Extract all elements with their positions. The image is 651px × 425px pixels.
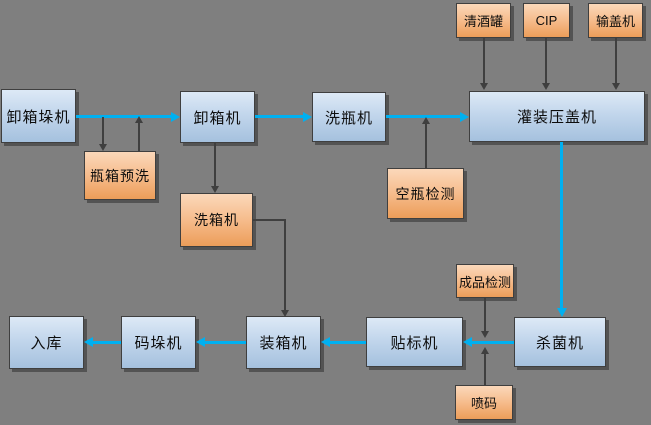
flow-line-filler-sterilizer bbox=[560, 142, 563, 308]
node-empty-bottle-inspection: 空瓶检测 bbox=[387, 168, 464, 219]
arrowhead-right-icon bbox=[460, 112, 469, 122]
node-label: CIP bbox=[535, 13, 558, 28]
flow-line-sterilizer-labeler bbox=[472, 341, 514, 344]
arrowhead-up-icon bbox=[135, 116, 143, 123]
aux-line-to-crate-prewash bbox=[102, 117, 104, 144]
arrowhead-up-icon bbox=[422, 117, 430, 124]
arrowhead-down-icon bbox=[557, 308, 567, 317]
node-label: 灌装压盖机 bbox=[516, 109, 597, 126]
aux-line-inkjet-coder bbox=[484, 354, 486, 385]
node-label: 空瓶检测 bbox=[395, 185, 456, 202]
flow-line-decrater-bottlewasher bbox=[255, 115, 303, 118]
arrowhead-left-icon bbox=[463, 337, 472, 347]
node-palletizer: 码垛机 bbox=[121, 316, 196, 369]
node-cap-feeder: 输盖机 bbox=[588, 3, 643, 38]
node-label: 洗箱机 bbox=[194, 212, 239, 228]
arrowhead-down-icon bbox=[211, 186, 219, 193]
flow-line-labeler-casepacker bbox=[330, 341, 366, 344]
aux-line-brightbeertank-filler bbox=[483, 38, 485, 83]
node-label: 杀菌机 bbox=[535, 334, 584, 352]
flow-line-palletizer-warehouse bbox=[93, 341, 121, 344]
arrowhead-down-icon bbox=[99, 144, 107, 151]
aux-line-cip-filler bbox=[545, 38, 547, 83]
node-depalletizer: 卸箱垛机 bbox=[1, 89, 76, 143]
aux-line-capfeeder-filler bbox=[615, 38, 617, 83]
node-label: 成品检测 bbox=[458, 274, 511, 290]
node-inkjet-coder: 喷码 bbox=[455, 385, 513, 420]
node-label: 入库 bbox=[30, 335, 63, 352]
arrowhead-right-icon bbox=[171, 112, 180, 122]
aux-line-cratewasher-elbow-v bbox=[284, 219, 286, 310]
node-label: 贴标机 bbox=[390, 334, 439, 352]
node-crate-washer: 洗箱机 bbox=[180, 193, 253, 247]
node-cip: CIP bbox=[523, 3, 570, 38]
arrowhead-down-icon bbox=[481, 331, 489, 338]
node-label: 洗瓶机 bbox=[324, 109, 373, 127]
node-label: 卸箱机 bbox=[193, 109, 242, 127]
node-bottle-washer: 洗瓶机 bbox=[312, 92, 386, 142]
arrowhead-down-icon bbox=[480, 83, 488, 90]
node-bright-beer-tank: 清酒罐 bbox=[456, 3, 511, 38]
node-finished-product-inspection: 成品检测 bbox=[456, 264, 514, 298]
node-label: 卸箱垛机 bbox=[6, 108, 71, 126]
flow-line-depalletizer-decrater bbox=[76, 115, 171, 118]
aux-line-from-crate-prewash bbox=[138, 123, 140, 151]
arrowhead-down-icon bbox=[542, 83, 550, 90]
arrowhead-down-icon bbox=[281, 310, 289, 317]
node-label: 瓶箱预洗 bbox=[90, 167, 150, 184]
arrowhead-up-icon bbox=[481, 347, 489, 354]
node-warehouse: 入库 bbox=[9, 316, 84, 369]
flow-line-bottlewasher-filler bbox=[386, 115, 460, 118]
arrowhead-left-icon bbox=[321, 337, 330, 347]
node-crate-prewash: 瓶箱预洗 bbox=[84, 151, 156, 200]
aux-line-decrater-cratewasher bbox=[214, 143, 216, 186]
node-case-packer: 装箱机 bbox=[246, 316, 321, 369]
arrowhead-right-icon bbox=[303, 112, 312, 122]
node-label: 码垛机 bbox=[134, 335, 183, 352]
arrowhead-down-icon bbox=[612, 83, 620, 90]
arrowhead-left-icon bbox=[84, 337, 93, 347]
flow-line-casepacker-palletizer bbox=[205, 341, 246, 344]
aux-line-finished-inspection bbox=[484, 298, 486, 331]
node-labeler: 贴标机 bbox=[366, 317, 463, 367]
node-label: 喷码 bbox=[470, 396, 497, 411]
node-label: 输盖机 bbox=[595, 14, 635, 29]
aux-line-empty-bottle-inspection bbox=[425, 124, 427, 168]
node-filler-capper: 灌装压盖机 bbox=[469, 91, 645, 142]
node-label: 清酒罐 bbox=[463, 14, 503, 29]
node-decrater: 卸箱机 bbox=[180, 91, 255, 143]
arrowhead-left-icon bbox=[196, 337, 205, 347]
aux-line-cratewasher-elbow-h bbox=[253, 219, 286, 221]
node-sterilizer: 杀菌机 bbox=[514, 317, 606, 367]
node-label: 装箱机 bbox=[259, 335, 308, 352]
